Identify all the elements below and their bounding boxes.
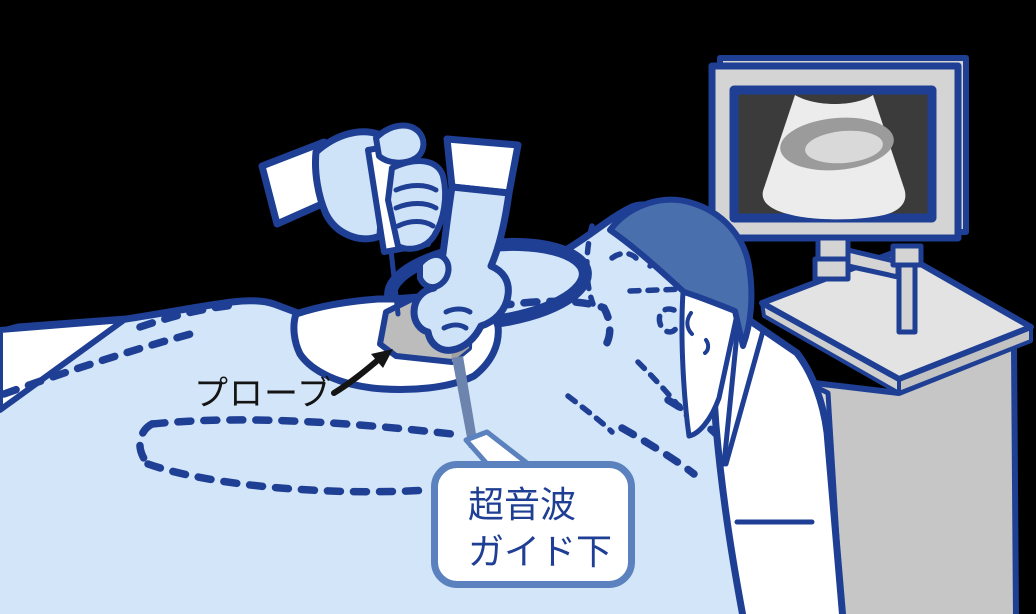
finger-line-2 <box>393 201 439 211</box>
left-thumb <box>373 122 427 166</box>
coat-lapel-left <box>721 311 742 467</box>
guidance-label: 超音波 ガイド下 <box>468 481 628 575</box>
speech-bubble: 超音波 ガイド下 <box>431 461 635 588</box>
stand-block-lower <box>812 256 851 282</box>
arrow-shaft <box>331 357 381 396</box>
doctor-nose <box>703 338 711 355</box>
finger-line-1 <box>393 183 439 193</box>
right-finger-line-1 <box>443 306 473 315</box>
finger-line-3 <box>395 219 436 229</box>
doctor-head <box>607 196 755 439</box>
monitor-stand <box>812 235 924 335</box>
stand-block-upper <box>815 235 851 262</box>
brow-dash <box>609 250 639 261</box>
stand-post <box>896 257 918 335</box>
needle <box>388 247 401 317</box>
probe-arrow <box>331 349 393 396</box>
body-outline-dashes <box>0 297 720 496</box>
syringe-hand <box>258 122 449 255</box>
arrow-head <box>371 349 393 368</box>
stand-arm <box>845 247 901 280</box>
ultrasound-monitor-icon <box>708 55 969 242</box>
guidance-line-1: 超音波 <box>468 484 577 525</box>
right-thumb <box>417 251 452 291</box>
ear-dash <box>656 306 680 335</box>
ultrasound-ring-inner <box>805 130 883 164</box>
probe-hand <box>410 135 522 354</box>
right-finger-line-2 <box>441 322 469 331</box>
stand-arm-cap <box>890 243 924 268</box>
coat-lapel-right <box>723 328 766 467</box>
doctor-hair <box>607 196 755 349</box>
bubble-pointer-wedge <box>452 356 478 448</box>
probe-label: プローブ <box>194 375 332 413</box>
guidance-line-2: ガイド下 <box>468 531 613 572</box>
doctor-eye <box>685 311 694 336</box>
neck-dash <box>565 393 615 435</box>
